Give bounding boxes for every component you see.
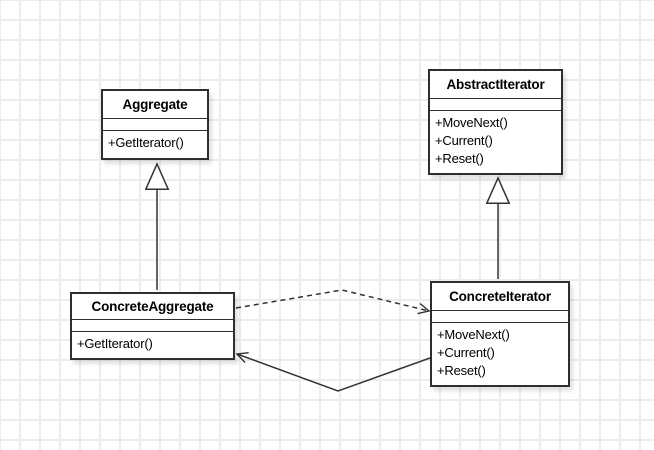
methods-section: +GetIterator() — [72, 331, 233, 358]
method-label: +MoveNext() — [437, 327, 510, 342]
method-label: +MoveNext() — [435, 115, 508, 130]
class-name: AbstractIterator — [446, 77, 545, 92]
class-box-concreteaggregate[interactable]: ConcreteAggregate +GetIterator() — [70, 292, 235, 360]
class-box-aggregate[interactable]: Aggregate +GetIterator() — [101, 89, 209, 160]
class-name: Aggregate — [122, 97, 188, 112]
attributes-section — [72, 319, 233, 331]
method-label: +Reset() — [437, 363, 486, 378]
class-box-concreteiterator[interactable]: ConcreteIterator +MoveNext() +Current() … — [430, 281, 570, 387]
methods-section: +MoveNext() +Current() +Reset() — [432, 322, 568, 385]
dependency-concreteaggregate-to-concreteiterator[interactable] — [235, 289, 431, 315]
attributes-section — [103, 118, 207, 130]
class-name: ConcreteAggregate — [91, 299, 214, 314]
method-label: +GetIterator() — [77, 336, 153, 351]
method-label: +Reset() — [435, 151, 484, 166]
class-box-abstractiterator[interactable]: AbstractIterator +MoveNext() +Current() … — [428, 69, 563, 175]
method-label: +GetIterator() — [108, 135, 184, 150]
method-label: +Current() — [435, 133, 493, 148]
class-name: ConcreteIterator — [449, 289, 551, 304]
attributes-section — [432, 310, 568, 322]
methods-section: +GetIterator() — [103, 130, 207, 158]
association-concreteiterator-to-concreteaggregate[interactable] — [235, 352, 431, 392]
methods-section: +MoveNext() +Current() +Reset() — [430, 110, 561, 173]
method-label: +Current() — [437, 345, 495, 360]
attributes-section — [430, 98, 561, 110]
